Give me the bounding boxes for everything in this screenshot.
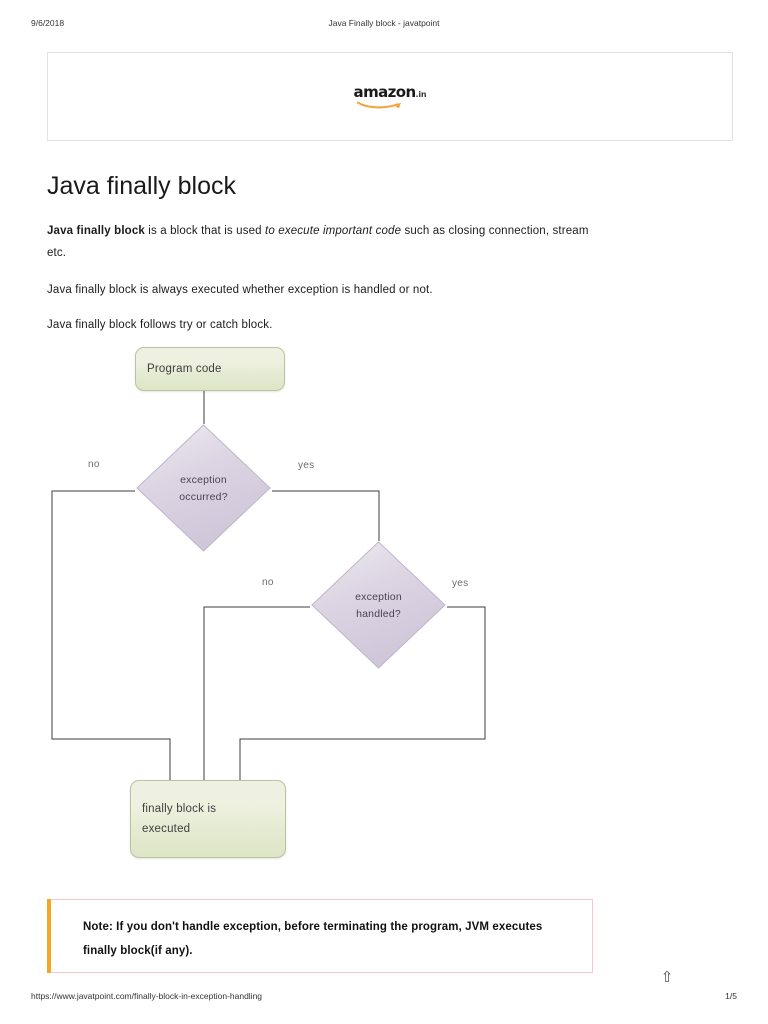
page-title: Java finally block: [47, 171, 236, 200]
diamond-shape: [311, 541, 446, 669]
print-footer: https://www.javatpoint.com/finally-block…: [0, 991, 768, 1005]
paragraph-intro: Java finally block is a block that is us…: [47, 220, 607, 264]
paragraph-intro-mid: is a block that is used: [144, 224, 266, 237]
finally-block-label-line1: finally block is: [142, 803, 217, 815]
edge-label-handled-no: no: [262, 577, 274, 588]
flowchart-node-exception-occurred: exception occurred?: [135, 423, 272, 553]
paragraph-intro-italic: to execute important code: [265, 224, 402, 237]
note-accent-bar: [47, 899, 51, 973]
paragraph-intro-bold: Java finally block: [47, 224, 145, 237]
print-date: 9/6/2018: [31, 18, 65, 28]
advertisement-banner[interactable]: amazon.in: [47, 52, 733, 141]
edge-label-occurred-no: no: [88, 459, 100, 470]
paragraph-intro-tail: such as closing connection, stream etc.: [47, 224, 589, 259]
amazon-swoosh-icon: [356, 101, 401, 109]
print-page-number: 1/5: [725, 991, 737, 1001]
amazon-in-logo[interactable]: amazon.in: [48, 53, 732, 140]
exception-occurred-label-line1: exception: [180, 474, 227, 486]
edge-label-handled-yes: yes: [452, 578, 469, 589]
amazon-tld: .in: [415, 90, 427, 99]
print-header: 9/6/2018 Java Finally block - javatpoint: [0, 18, 768, 32]
finally-block-label-line2: executed: [142, 823, 191, 835]
edge-label-occurred-yes: yes: [298, 460, 315, 471]
amazon-logo-mark: amazon.in: [354, 84, 427, 109]
flowchart-node-program-code: Program code: [135, 347, 285, 391]
note-text: Note: If you don't handle exception, bef…: [83, 921, 543, 957]
paragraph-always-executed: Java finally block is always executed wh…: [47, 283, 433, 296]
amazon-wordmark: amazon: [353, 83, 417, 101]
exception-handled-label-line2: handled?: [356, 608, 401, 620]
note-callout: Note: If you don't handle exception, bef…: [47, 899, 593, 973]
exception-occurred-label-line2: occurred?: [179, 491, 228, 503]
program-code-label: Program code: [147, 363, 222, 375]
diamond-shape: [136, 424, 271, 552]
scroll-to-top-icon[interactable]: ⇧: [660, 969, 674, 986]
paragraph-follows-try-catch: Java finally block follows try or catch …: [47, 318, 273, 331]
exception-handled-label-line1: exception: [355, 591, 402, 603]
flowchart-node-finally-block: finally block is executed: [130, 780, 286, 858]
print-source-url: https://www.javatpoint.com/finally-block…: [31, 991, 263, 1001]
flowchart-node-exception-handled: exception handled?: [310, 540, 447, 670]
print-document-title: Java Finally block - javatpoint: [328, 18, 440, 28]
